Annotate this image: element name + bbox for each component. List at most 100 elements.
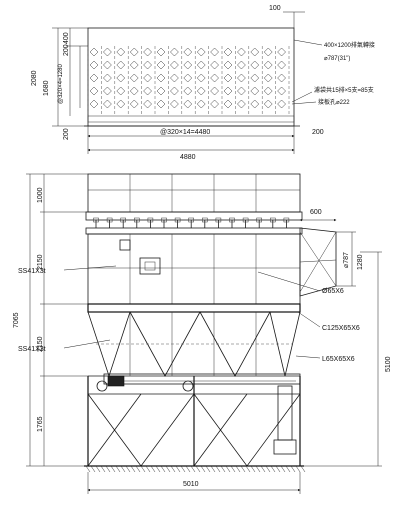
filter-bag-hole (129, 60, 139, 70)
nozzle-cap (106, 217, 113, 223)
leader-upper-plate (63, 265, 117, 271)
hatch-line (215, 465, 221, 473)
hatch-line (145, 465, 151, 473)
filter-bag-hole (170, 86, 179, 96)
filter-bag-hole (223, 99, 233, 109)
filter-bag-hole (263, 86, 273, 96)
hatch-line (285, 465, 291, 473)
callout-channel: C125X65X6 (322, 325, 360, 332)
filter-bag-hole (183, 60, 193, 70)
hatch-line (290, 465, 296, 473)
filter-bag-hole (103, 99, 112, 109)
dim-top-band: 400 (63, 32, 70, 44)
leader-lower-plate (63, 339, 111, 349)
hatch-line (265, 465, 271, 473)
filter-bag-hole (263, 99, 273, 109)
leg-brace-x1 (87, 393, 195, 467)
conveyor-motor (107, 375, 125, 387)
conveyor-end-right (182, 380, 194, 392)
access-door-inner (144, 261, 156, 271)
filter-bag-hole (210, 60, 219, 70)
filter-bag-hole (103, 86, 112, 96)
hatch-line (185, 465, 191, 473)
callout-lower-plate: SS41X3t (18, 346, 46, 353)
nozzle-cap (283, 217, 290, 223)
nozzle-cap (188, 217, 194, 223)
hatch-line (210, 465, 216, 473)
hatch-line (300, 465, 306, 473)
filter-bag-hole (277, 86, 286, 96)
hatch-line (110, 465, 116, 473)
filter-bag-hole (116, 47, 126, 57)
filter-bag-hole (237, 47, 246, 57)
header-pipe (85, 227, 303, 235)
filter-bag-hole (143, 73, 152, 83)
hatch-line (295, 465, 301, 473)
filter-bag-hole (156, 60, 166, 70)
filter-bag-hole (250, 86, 260, 96)
nozzle-cap (270, 217, 276, 223)
filter-bag-hole (103, 73, 112, 83)
leg-brace-x2 (193, 393, 301, 467)
dim-bottom: 200 (63, 128, 70, 140)
dim-base-width: 5010 (183, 481, 199, 488)
callout-angle-steel: L65X65X6 (322, 356, 355, 363)
filter-bag-hole (223, 47, 233, 57)
filter-bag-hole (129, 73, 139, 83)
nozzle-cap (147, 217, 154, 223)
ground-hatch (85, 465, 306, 473)
front-view: 1000 2150 2150 1765 7065 600 ⌀787 1280 5… (13, 173, 392, 494)
filter-bag-hole (170, 99, 179, 109)
nozzle-cap (229, 217, 235, 223)
callout-upper-plate: SS41X3t (18, 268, 46, 275)
nozzle-cap (242, 217, 249, 223)
filter-bag-hole (250, 73, 260, 83)
filter-bag-hole (170, 73, 179, 83)
filter-bag-hole (250, 47, 260, 57)
callout-outlet-flange: 400×1200排氣轉接 (324, 41, 375, 49)
filter-bag-hole (250, 60, 260, 70)
nozzle-cap (174, 217, 181, 223)
nozzle-cap (93, 217, 99, 223)
filter-bag-hole (156, 99, 166, 109)
filter-bag-hole (210, 86, 219, 96)
leg-brace-x3 (87, 393, 142, 467)
hatch-line (260, 465, 266, 473)
hatch-line (175, 465, 181, 473)
filter-bag-hole (89, 47, 99, 57)
hatch-line (230, 465, 236, 473)
dim-legs: 1765 (37, 416, 44, 432)
filter-bag-hole (143, 99, 152, 109)
callout-bag-hole: 接板孔⌀222 (318, 98, 350, 106)
filter-bag-pattern (87, 46, 290, 114)
filter-bag-hole (196, 60, 206, 70)
filter-bag-hole (170, 60, 179, 70)
filter-bag-hole (116, 86, 126, 96)
filter-bag-hole (129, 86, 139, 96)
filter-bag-hole (277, 47, 286, 57)
rotary-valve (273, 439, 297, 455)
leader-angle-pipe (257, 271, 321, 292)
nozzle-cap (134, 217, 140, 223)
filter-bag-hole (263, 73, 273, 83)
filter-bag-hole (156, 86, 166, 96)
filter-bag-hole (277, 60, 286, 70)
filter-bag-hole (223, 86, 233, 96)
nozzle-cap (256, 217, 262, 223)
dim-lower-body: 2150 (37, 336, 44, 352)
filter-bag-hole (143, 60, 152, 70)
dim-upper-body: 2150 (37, 254, 44, 270)
inlet-mid (299, 259, 337, 263)
hood (87, 173, 301, 213)
hatch-line (125, 465, 131, 473)
filter-bag-hole (237, 73, 246, 83)
filter-bag-hole (89, 99, 99, 109)
conveyor-end-left (96, 380, 108, 392)
dim-bag-area: 1680 (43, 80, 50, 96)
hopper-4 (269, 311, 301, 377)
hatch-line (220, 465, 226, 473)
hatch-line (190, 465, 196, 473)
hatch-line (130, 465, 136, 473)
hatch-line (150, 465, 156, 473)
filter-bag-hole (237, 60, 246, 70)
